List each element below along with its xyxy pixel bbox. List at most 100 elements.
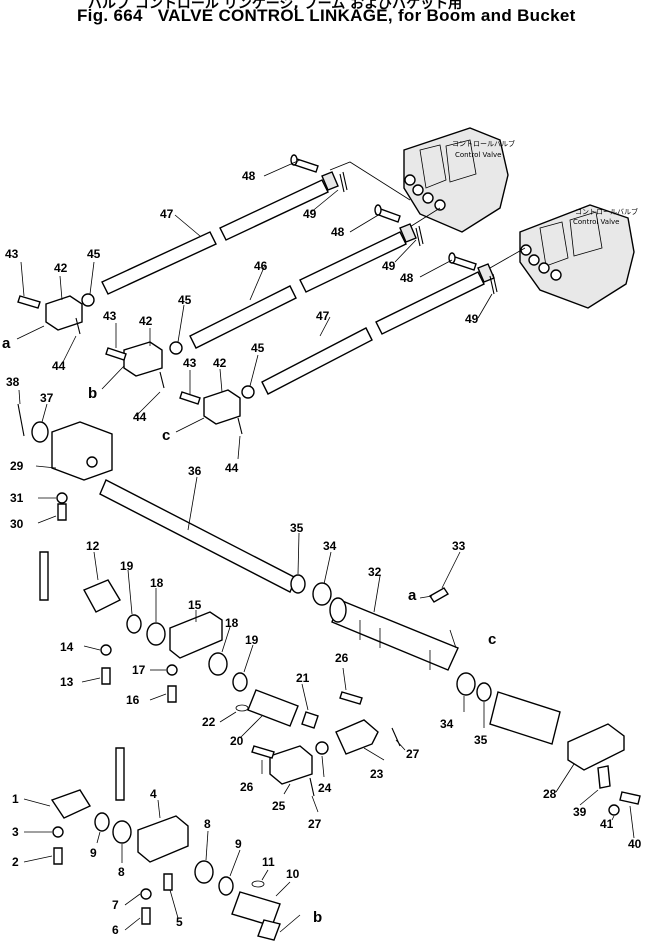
label-47: 47 [316, 309, 330, 323]
bushing-8 [194, 860, 214, 884]
label-31: 31 [10, 491, 24, 505]
label-34: 34 [440, 717, 454, 731]
label-28: 28 [543, 787, 557, 801]
label-6: 6 [112, 923, 119, 937]
label-2: 2 [12, 855, 19, 869]
reference-letters: a b c a c b [2, 335, 496, 926]
label-42: 42 [139, 314, 153, 328]
label-48: 48 [400, 271, 414, 285]
label-5: 5 [176, 915, 183, 929]
label-45: 45 [251, 341, 265, 355]
label-7: 7 [112, 898, 119, 912]
rod-47-lower [261, 263, 495, 395]
label-43: 43 [183, 356, 197, 370]
label-26: 26 [240, 780, 254, 794]
lever-1 [50, 747, 125, 819]
leader-lines [16, 159, 635, 933]
bushing-9 [94, 812, 110, 832]
label-39: 39 [573, 805, 587, 819]
label-12: 12 [86, 539, 100, 553]
label-37: 37 [40, 391, 54, 405]
label-23: 23 [370, 767, 384, 781]
label-48: 48 [331, 225, 345, 239]
label-26: 26 [335, 651, 349, 665]
bolt-43 [17, 295, 201, 405]
clevis-42 [45, 295, 241, 425]
key-22 [235, 704, 249, 712]
label-46: 46 [254, 259, 268, 273]
bushing-19 [126, 614, 142, 634]
control-valve-jp-label: コントロールバルブ [575, 207, 638, 216]
label-35: 35 [474, 733, 488, 747]
label-11: 11 [262, 855, 275, 869]
lever-20 [247, 689, 299, 727]
bushing-18 [146, 622, 166, 646]
part-number-labels: 48 49 47 48 49 48 46 49 47 43 42 45 44 4… [5, 169, 642, 937]
washer-37 [31, 421, 49, 443]
key-11 [251, 880, 265, 888]
pin-44 [75, 317, 243, 435]
bolt-40 [619, 791, 641, 805]
label-18: 18 [150, 576, 164, 590]
nut-24 [315, 741, 329, 755]
pin-27 [309, 777, 315, 797]
label-14: 14 [60, 640, 74, 654]
label-49: 49 [465, 312, 479, 326]
label-30: 30 [10, 517, 24, 531]
bushing-19 [232, 672, 248, 692]
label-19: 19 [120, 559, 134, 573]
ref-b-left: b [88, 385, 97, 402]
bushing-34 [456, 672, 476, 696]
label-38: 38 [6, 375, 20, 389]
washer-7 [140, 888, 152, 900]
label-8: 8 [118, 865, 125, 879]
label-41: 41 [600, 817, 614, 831]
label-42: 42 [54, 261, 68, 275]
control-valve-label: Control Valve [455, 151, 501, 159]
clevis-25 [269, 745, 313, 785]
label-21: 21 [296, 671, 310, 685]
control-valve-label: Control Valve [573, 218, 619, 226]
label-44: 44 [225, 461, 239, 475]
label-20: 20 [230, 734, 244, 748]
bolt-13 [101, 667, 111, 685]
label-27: 27 [308, 817, 322, 831]
washer-41 [608, 804, 620, 816]
label-43: 43 [103, 309, 117, 323]
label-35: 35 [290, 521, 304, 535]
label-29: 29 [10, 459, 24, 473]
control-valve-upper [403, 127, 509, 233]
label-27: 27 [406, 747, 420, 761]
label-44: 44 [133, 410, 147, 424]
bolt-6 [141, 907, 151, 925]
bushing-34 [312, 582, 332, 606]
label-8: 8 [204, 817, 211, 831]
bolt-26 [251, 745, 275, 759]
shaft-housing [489, 691, 561, 745]
lever-10 [231, 891, 281, 927]
label-32: 32 [368, 565, 382, 579]
label-3: 3 [12, 825, 19, 839]
label-49: 49 [303, 207, 317, 221]
ref-b-bottom: b [313, 909, 322, 926]
lever-arm [257, 919, 281, 941]
label-48: 48 [242, 169, 256, 183]
label-25: 25 [272, 799, 286, 813]
bolt-16 [167, 685, 177, 703]
label-42: 42 [213, 356, 227, 370]
label-1: 1 [12, 792, 19, 806]
washer-3 [52, 826, 64, 838]
ref-c-left: c [162, 427, 170, 444]
bracket-4 [137, 815, 189, 863]
nut-45 [81, 293, 255, 399]
bolt-30 [57, 503, 67, 521]
label-15: 15 [188, 598, 202, 612]
bushing-18 [208, 652, 228, 676]
cotter-pin-49 [339, 171, 498, 295]
label-45: 45 [87, 247, 101, 261]
control-valve-lower [519, 204, 635, 309]
pin-38 [17, 403, 25, 437]
label-16: 16 [126, 693, 140, 707]
label-9: 9 [90, 846, 97, 860]
label-33: 33 [452, 539, 466, 553]
